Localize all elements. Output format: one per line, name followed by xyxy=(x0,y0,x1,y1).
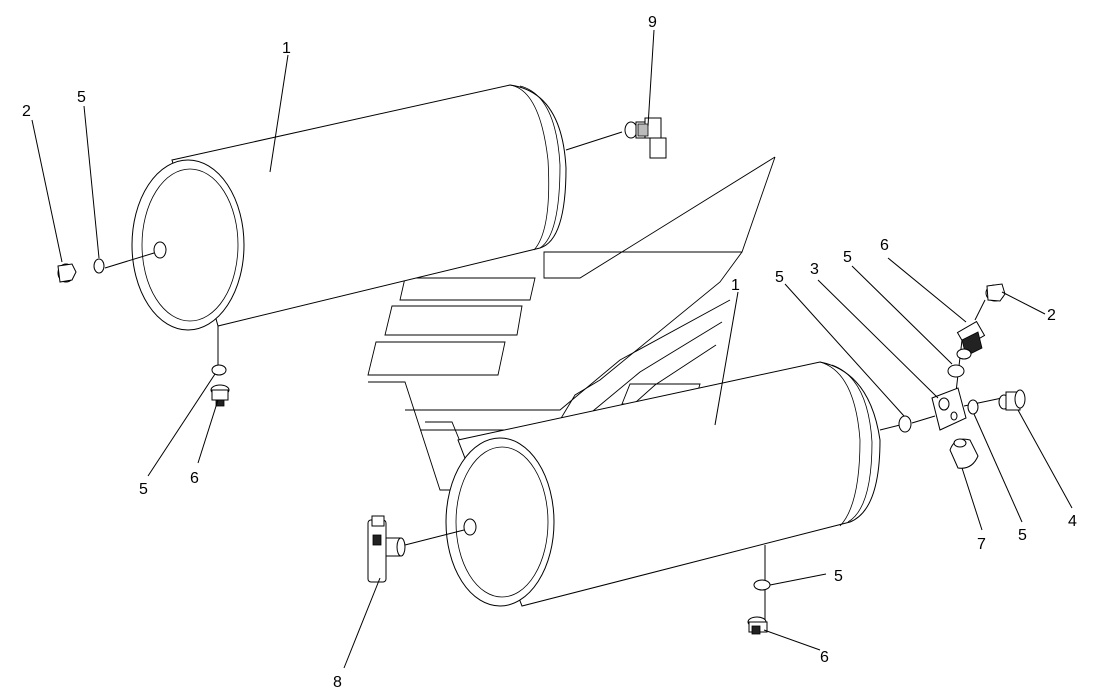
callout-5-upper-drain: 5 xyxy=(139,481,148,498)
callout-1-lower: 1 xyxy=(731,277,740,294)
elbow-fitting xyxy=(624,117,667,159)
seal-ring-upper-left xyxy=(93,258,105,274)
fittings xyxy=(57,117,1026,635)
callout-5-lower-drain: 5 xyxy=(834,568,843,585)
callout-1-upper: 1 xyxy=(282,40,291,57)
drain-valve-lower xyxy=(747,616,768,635)
drain-valve-upper xyxy=(210,384,230,407)
callout-labels: 1 2 5 9 5 6 1 5 3 5 6 2 4 5 7 5 6 8 xyxy=(22,14,1077,691)
leader-lines xyxy=(31,29,1073,669)
callout-2-upper-left: 2 xyxy=(22,103,31,120)
callout-6-upper-drain: 6 xyxy=(190,470,199,487)
callout-4: 4 xyxy=(1068,513,1077,530)
seal-ring-right-right xyxy=(967,399,979,415)
callout-5-upper-left: 5 xyxy=(77,89,86,106)
callout-8: 8 xyxy=(333,674,342,691)
filter-cap xyxy=(949,438,979,469)
drain-valve-right xyxy=(956,320,986,360)
seal-ring-upper-drain xyxy=(211,364,227,376)
callout-5-right-left: 5 xyxy=(775,269,784,286)
air-receiver-upper xyxy=(131,84,567,331)
callout-7: 7 xyxy=(977,536,986,553)
tee-fitting xyxy=(367,515,406,583)
callout-6-lower-drain: 6 xyxy=(820,649,829,666)
end-port-upper xyxy=(153,241,167,259)
callout-5-right-right: 5 xyxy=(1018,527,1027,544)
plug-upper-left xyxy=(57,263,77,283)
end-port-lower xyxy=(463,518,477,536)
assembly-axes xyxy=(104,131,1003,620)
callout-5-right-upper: 5 xyxy=(843,249,852,266)
cross-tee-fitting xyxy=(931,387,967,431)
callout-9: 9 xyxy=(648,14,657,31)
callout-2-right: 2 xyxy=(1047,307,1056,324)
seal-ring-lower-drain xyxy=(753,579,771,591)
plug-right xyxy=(985,283,1006,302)
callout-6-right: 6 xyxy=(880,237,889,254)
seal-ring-right-left xyxy=(898,415,912,433)
seal-ring-right-upper xyxy=(947,364,965,378)
air-receiver-lower xyxy=(445,361,881,607)
straight-connector xyxy=(998,389,1026,411)
callout-3: 3 xyxy=(810,261,819,278)
